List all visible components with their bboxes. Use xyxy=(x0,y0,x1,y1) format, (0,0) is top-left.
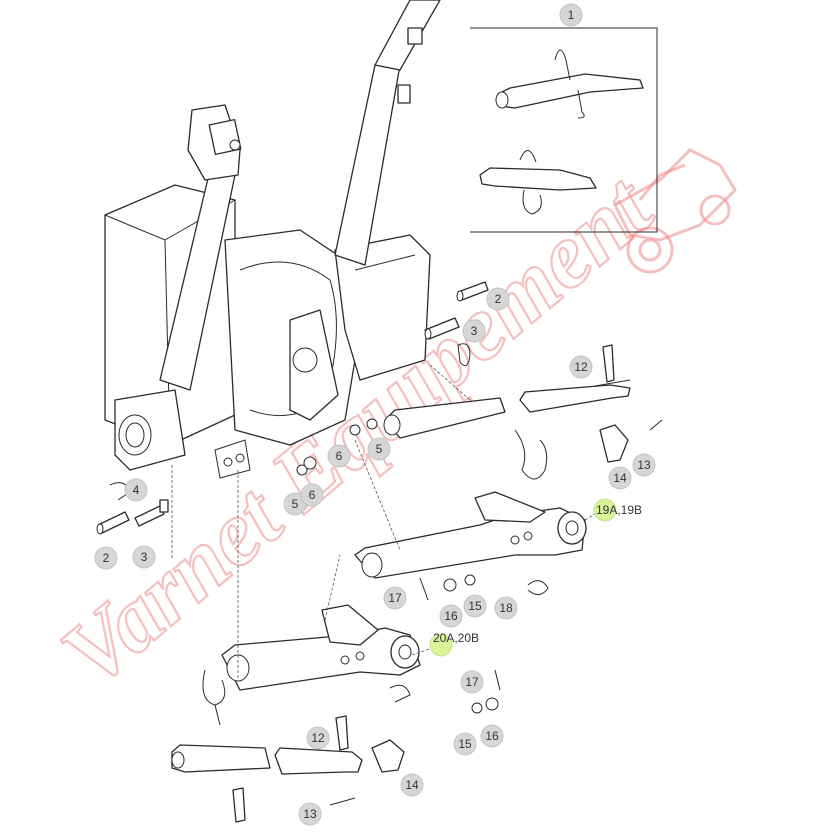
callout-16-upper[interactable]: 16 xyxy=(439,604,463,628)
callout-15-upper[interactable]: 15 xyxy=(463,594,487,618)
svg-text:16: 16 xyxy=(485,729,499,743)
svg-text:18: 18 xyxy=(499,601,513,615)
callout-13-lower[interactable]: 13 xyxy=(298,802,322,826)
callout-17-lower[interactable]: 17 xyxy=(460,670,484,694)
callout-6-lower[interactable]: 6 xyxy=(300,483,324,507)
pins-upper xyxy=(296,281,489,476)
svg-text:3: 3 xyxy=(141,550,148,564)
svg-text:19A,19B: 19A,19B xyxy=(596,503,642,517)
svg-text:14: 14 xyxy=(405,778,419,792)
callout-3-lower[interactable]: 3 xyxy=(132,545,156,569)
svg-text:14: 14 xyxy=(613,471,627,485)
callout-18[interactable]: 18 xyxy=(494,596,518,620)
tractor-icon xyxy=(613,148,737,274)
svg-text:4: 4 xyxy=(133,483,140,497)
callout-12-upper[interactable]: 12 xyxy=(569,355,593,379)
inset-box xyxy=(470,27,658,233)
svg-text:2: 2 xyxy=(103,551,110,565)
svg-text:6: 6 xyxy=(336,449,343,463)
callout-20A-20B[interactable]: 20A,20B xyxy=(429,631,479,657)
lower-link-right xyxy=(354,491,587,601)
callout-3-upper[interactable]: 3 xyxy=(462,319,486,343)
callout-1[interactable]: 1 xyxy=(559,3,583,27)
callout-16-lower[interactable]: 16 xyxy=(480,724,504,748)
callout-14-lower[interactable]: 14 xyxy=(400,773,424,797)
svg-text:6: 6 xyxy=(309,488,316,502)
leader-lines xyxy=(171,364,599,680)
upper-lift-rod xyxy=(383,344,663,480)
lower-link-left xyxy=(202,604,501,726)
callout-2-upper[interactable]: 2 xyxy=(486,287,510,311)
svg-text:5: 5 xyxy=(292,497,299,511)
svg-text:16: 16 xyxy=(444,609,458,623)
svg-text:17: 17 xyxy=(465,675,479,689)
callout-5-upper[interactable]: 5 xyxy=(367,437,391,461)
callout-19A-19B[interactable]: 19A,19B xyxy=(593,498,642,522)
svg-text:15: 15 xyxy=(458,737,472,751)
svg-text:12: 12 xyxy=(311,731,325,745)
svg-text:20A,20B: 20A,20B xyxy=(433,631,479,645)
pins-lower-left xyxy=(96,482,169,535)
lower-lift-rod xyxy=(171,715,405,823)
rear-housing xyxy=(104,184,431,479)
svg-text:3: 3 xyxy=(471,324,478,338)
svg-text:17: 17 xyxy=(388,591,402,605)
svg-text:13: 13 xyxy=(637,458,651,472)
lift-arms xyxy=(159,0,441,391)
callout-13-upper[interactable]: 13 xyxy=(632,453,656,477)
callout-14-upper[interactable]: 14 xyxy=(608,466,632,490)
callout-17-upper[interactable]: 17 xyxy=(383,586,407,610)
callout-15-lower[interactable]: 15 xyxy=(453,732,477,756)
svg-text:2: 2 xyxy=(495,292,502,306)
svg-text:15: 15 xyxy=(468,599,482,613)
svg-text:13: 13 xyxy=(303,807,317,821)
callouts: 1 2 2 3 3 4 5 5 xyxy=(94,3,656,826)
callout-4[interactable]: 4 xyxy=(124,478,148,502)
svg-text:12: 12 xyxy=(574,360,588,374)
svg-text:5: 5 xyxy=(376,442,383,456)
callout-12-lower[interactable]: 12 xyxy=(306,726,330,750)
callout-2-lower[interactable]: 2 xyxy=(94,546,118,570)
callout-6-upper[interactable]: 6 xyxy=(327,444,351,468)
svg-text:1: 1 xyxy=(568,8,575,22)
